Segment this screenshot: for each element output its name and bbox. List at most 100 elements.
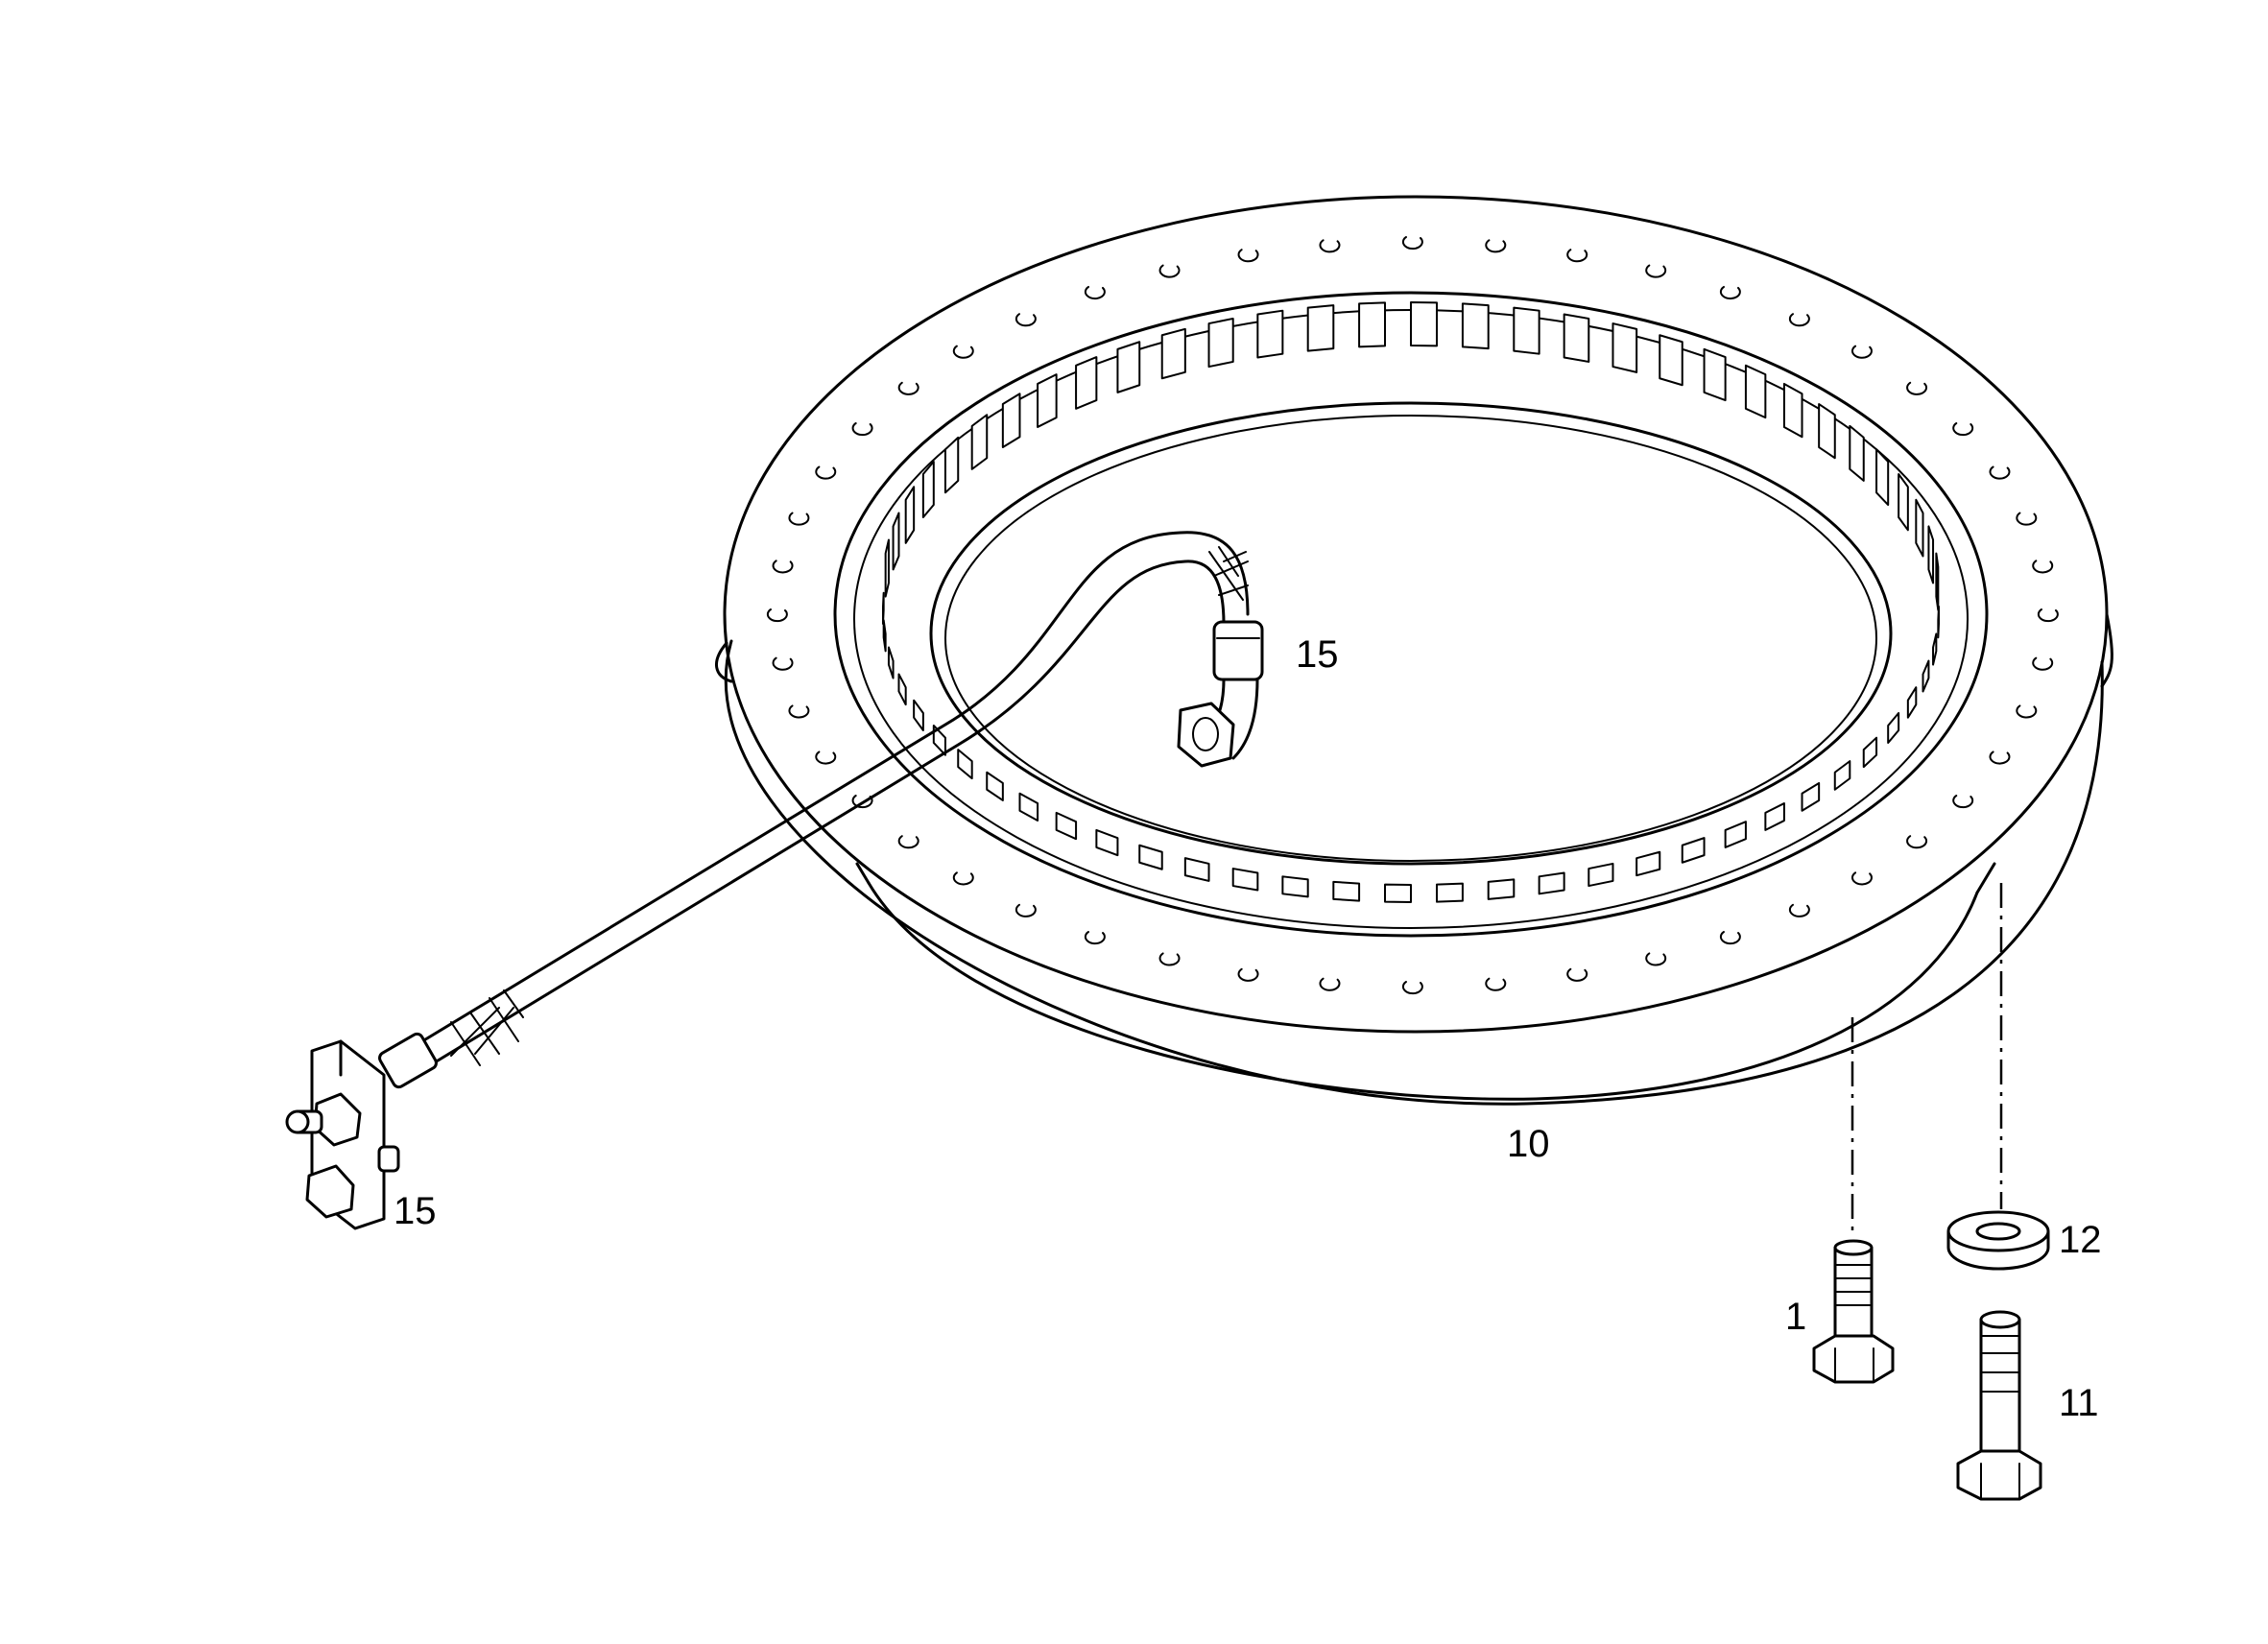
bolt-hole bbox=[1485, 977, 1507, 991]
bolt-hole bbox=[788, 704, 810, 719]
gear-tooth bbox=[1875, 448, 1890, 507]
bolt-hole bbox=[1719, 285, 1741, 300]
bolt-hole bbox=[1989, 465, 2011, 480]
gear-tooth bbox=[1681, 837, 1706, 864]
ring-outer-skirt bbox=[724, 639, 2104, 1106]
bolt-hole bbox=[1084, 285, 1106, 300]
gear-tooth bbox=[887, 646, 895, 679]
gear-tooth bbox=[1588, 862, 1614, 888]
gear-tooth bbox=[1801, 781, 1821, 812]
bolt-hole bbox=[2032, 656, 2054, 671]
bolt-hole bbox=[1952, 422, 1974, 437]
gear-tooth bbox=[1937, 606, 1940, 639]
bolt-hole bbox=[1719, 931, 1741, 945]
bolt-hole bbox=[1319, 977, 1341, 991]
gear-tooth bbox=[1256, 309, 1284, 359]
callout-hose-upper: 15 bbox=[1296, 633, 1339, 676]
gear-tooth bbox=[1231, 868, 1259, 892]
gear-tooth bbox=[1281, 875, 1309, 898]
gear-tooth bbox=[1849, 424, 1865, 482]
hose-line-lower bbox=[428, 560, 1226, 1067]
gear-teeth bbox=[882, 301, 1940, 903]
slewing-ring-part-10 bbox=[715, 195, 2113, 1106]
bolt-hole bbox=[851, 422, 873, 437]
ring-gear-bore bbox=[929, 401, 1893, 866]
gear-tooth bbox=[970, 414, 989, 470]
bolt-hole bbox=[952, 345, 974, 359]
gear-tooth bbox=[1183, 857, 1210, 882]
bolt-hole bbox=[2037, 608, 2059, 623]
gear-tooth bbox=[1538, 871, 1565, 895]
gear-tooth bbox=[932, 724, 946, 756]
gear-tooth bbox=[1611, 322, 1638, 373]
bolt-hole bbox=[1015, 313, 1037, 327]
bolt-hole bbox=[815, 751, 837, 765]
gear-tooth bbox=[1703, 347, 1727, 402]
gear-tooth bbox=[1922, 659, 1930, 693]
gear-tooth bbox=[1487, 878, 1516, 900]
gear-tooth bbox=[921, 461, 935, 519]
gear-tooth bbox=[1018, 792, 1039, 822]
callout-washer: 12 bbox=[2059, 1219, 2102, 1261]
gear-tooth bbox=[1384, 883, 1412, 903]
gear-tooth bbox=[1055, 811, 1078, 841]
gear-tooth bbox=[1782, 382, 1803, 439]
bolt-hole bbox=[1952, 795, 1974, 809]
flange-bolt-holes bbox=[766, 236, 2059, 995]
gear-tooth bbox=[1358, 301, 1387, 348]
gear-tooth bbox=[882, 619, 887, 653]
gear-tooth bbox=[1410, 301, 1438, 347]
hose-braid-lower bbox=[450, 989, 524, 1066]
gear-tooth bbox=[1818, 403, 1836, 460]
gear-tooth bbox=[897, 673, 907, 706]
gear-tooth bbox=[1935, 552, 1940, 611]
bolt-hole bbox=[1084, 931, 1106, 945]
bolt-part-11 bbox=[1956, 1310, 2042, 1501]
bolt-hole bbox=[1906, 835, 1928, 849]
gear-tooth bbox=[1898, 473, 1909, 532]
gear-tooth bbox=[1306, 304, 1335, 352]
hose-hex-nut bbox=[1177, 702, 1235, 768]
bolt-hole bbox=[851, 795, 873, 809]
callout-hose-lower: 15 bbox=[394, 1190, 437, 1232]
bolt-hole bbox=[1237, 249, 1259, 263]
bolt-hole bbox=[1401, 981, 1423, 995]
hose-braid-upper bbox=[1208, 546, 1249, 601]
gear-tooth bbox=[1833, 760, 1851, 791]
bolt-hole bbox=[2016, 704, 2038, 719]
gear-tooth bbox=[1927, 525, 1935, 584]
bolt-hole bbox=[1850, 345, 1873, 359]
bolt-hole bbox=[815, 465, 837, 480]
gear-tooth bbox=[1095, 828, 1119, 857]
lubrication-hose-part-15 bbox=[285, 531, 1264, 1230]
gear-tooth bbox=[1563, 313, 1590, 363]
bolt-hole bbox=[2016, 512, 2038, 526]
gear-tooth bbox=[1075, 356, 1098, 410]
callout-bolt-long: 11 bbox=[2059, 1382, 2099, 1424]
gear-tooth bbox=[986, 771, 1004, 801]
gear-tooth bbox=[1037, 373, 1058, 428]
bolt-hole bbox=[772, 560, 794, 574]
gear-tooth bbox=[1461, 302, 1490, 350]
gear-tooth bbox=[1332, 880, 1361, 902]
gear-tooth bbox=[1764, 802, 1785, 831]
hose-line-upper bbox=[420, 531, 1250, 1043]
gear-tooth bbox=[1915, 498, 1924, 558]
bolt-hole bbox=[1158, 264, 1181, 278]
bolt-hole bbox=[1850, 871, 1873, 886]
bolt-part-1 bbox=[1812, 1239, 1895, 1384]
gear-tooth bbox=[1160, 327, 1186, 380]
bolt-hole bbox=[1158, 952, 1181, 966]
gear-tooth bbox=[1659, 334, 1683, 387]
gear-tooth bbox=[1435, 882, 1464, 903]
bolt-hole bbox=[772, 656, 794, 671]
bolt-hole bbox=[1645, 264, 1667, 278]
gear-tooth bbox=[1906, 686, 1918, 719]
gear-tooth bbox=[1116, 341, 1141, 393]
ring-flange-inner-edge bbox=[833, 291, 1989, 938]
bolt-hole bbox=[897, 835, 919, 849]
ring-skirt-lower-edge bbox=[867, 881, 1979, 1101]
washer-part-12 bbox=[1946, 1210, 2050, 1271]
gear-tooth bbox=[1724, 821, 1747, 848]
